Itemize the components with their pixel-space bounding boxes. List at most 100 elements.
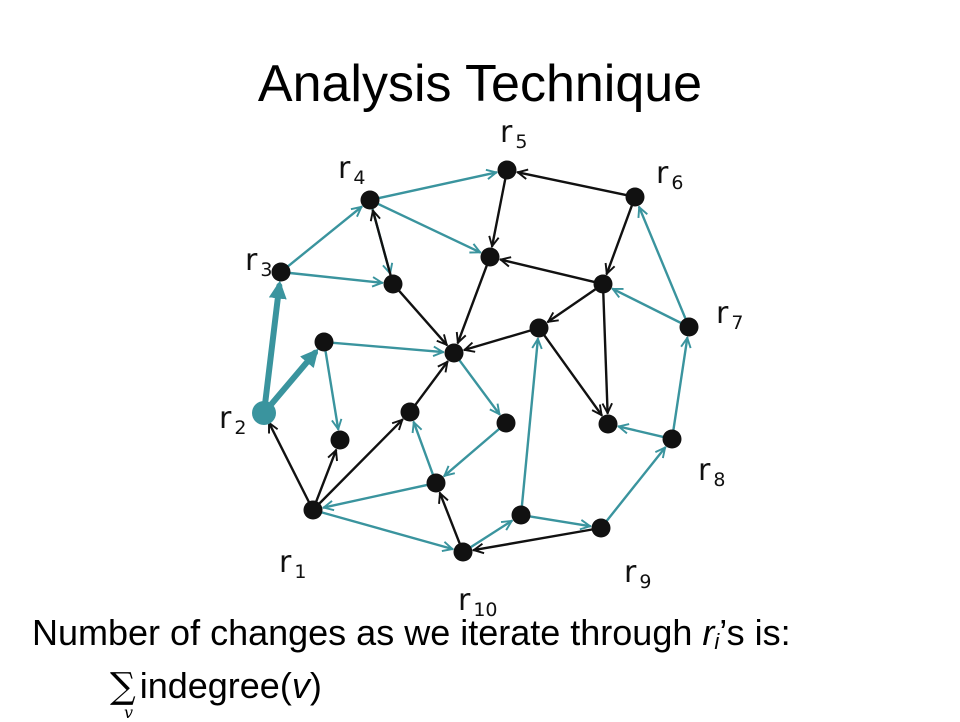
edge-k-to-r1 [324,483,429,508]
edge-b-to-a [397,289,447,345]
edges-layer [262,172,687,551]
edge-r8-to-g [619,427,665,439]
sigma-symbol: ∑ [110,666,136,707]
node-h [314,332,334,352]
edge-r1-to-r10 [320,511,453,549]
node-r7 [679,317,699,337]
node-j [400,402,420,422]
edge-r1-to-i [315,450,336,503]
node-r8 [662,429,682,449]
edge-r3-to-b [288,271,382,283]
caption-sub: i [714,629,720,654]
node-label-subscript: 10 [473,599,497,621]
node-label-letter: r [245,243,258,278]
node-label-subscript: 7 [731,312,743,334]
edge-e-to-c [501,260,596,284]
edge-l-to-r9 [528,515,590,526]
node-b [383,274,403,294]
nodes-layer [252,160,699,562]
edge-r5-to-c [492,177,507,246]
formula-var: v [291,665,310,706]
edge-r3-to-r4 [286,207,361,268]
sigma-subscript: v [124,703,134,722]
node-label-letter: r [279,545,292,580]
edge-r4-to-c [376,202,480,254]
edge-e-to-d [548,287,597,322]
edge-a-to-f [458,359,499,414]
node-label-subscript: 1 [294,561,306,583]
node-label-letter: r [656,156,669,191]
slide-title: Analysis Technique [257,55,703,113]
formula-func-close: ) [309,665,322,706]
edge-h-to-i [324,349,339,429]
node-label-letter: r [458,583,471,618]
edge-h-to-a [331,341,443,352]
node-label-subscript: 2 [234,417,246,439]
edge-r8-to-r7 [672,338,687,432]
edge-r4-to-r5 [377,172,497,200]
formula-func-open: indegree( [139,665,292,706]
edge-e-to-g [603,291,607,413]
edge-d-to-a [465,329,532,350]
edge-d-to-g [543,334,601,415]
node-label-subscript: 4 [353,167,365,189]
node-r10 [453,542,473,562]
node-label-subscript: 6 [671,172,683,194]
node-label-letter: r [338,151,351,186]
node-label-letter: r [219,401,232,436]
edge-r9-to-r10 [474,528,594,551]
edge-r7-to-r6 [639,207,687,320]
caption-suffix: ’s is: [719,612,791,653]
edge-r9-to-r8 [605,448,666,523]
node-k [426,473,446,493]
node-i [330,430,350,450]
edge-r1-to-j [318,420,402,505]
node-f [496,413,516,433]
caption-var: r [702,612,715,653]
node-r2 [252,401,276,425]
caption-prefix: Number of changes as we iterate through [32,612,703,653]
edge-r1-to-r2 [267,423,311,504]
edge-r2-to-r3 [262,280,287,405]
node-label-subscript: 9 [639,571,651,593]
caption: Number of changes as we iterate through … [32,612,791,655]
node-label-subscript: 3 [260,259,272,281]
node-r9 [591,518,611,538]
edge-r10-to-k [440,493,461,545]
edge-r10-to-l [469,519,512,549]
edge-c-to-a [458,264,488,342]
node-d [529,318,549,338]
edge-k-to-j [414,422,435,476]
node-label-letter: r [698,453,711,488]
edge-j-to-a [414,362,447,406]
edge-r2-to-h [268,348,319,407]
edge-r7-to-e [613,287,683,325]
node-r1 [303,500,323,520]
node-label-subscript: 5 [515,131,527,153]
node-r4 [360,190,380,210]
node-l [511,505,531,525]
node-label-subscript: 8 [713,469,725,491]
edge-r6-to-e [607,204,634,273]
node-label-letter: r [716,296,729,331]
node-label-letter: r [624,555,637,590]
edge-f-to-k [444,427,501,476]
edge-b-to-r4 [373,211,392,277]
node-r6 [625,187,645,207]
node-c [480,247,500,267]
node-e [593,274,613,294]
edge-r6-to-r5 [518,172,628,197]
node-label-letter: r [500,115,513,150]
